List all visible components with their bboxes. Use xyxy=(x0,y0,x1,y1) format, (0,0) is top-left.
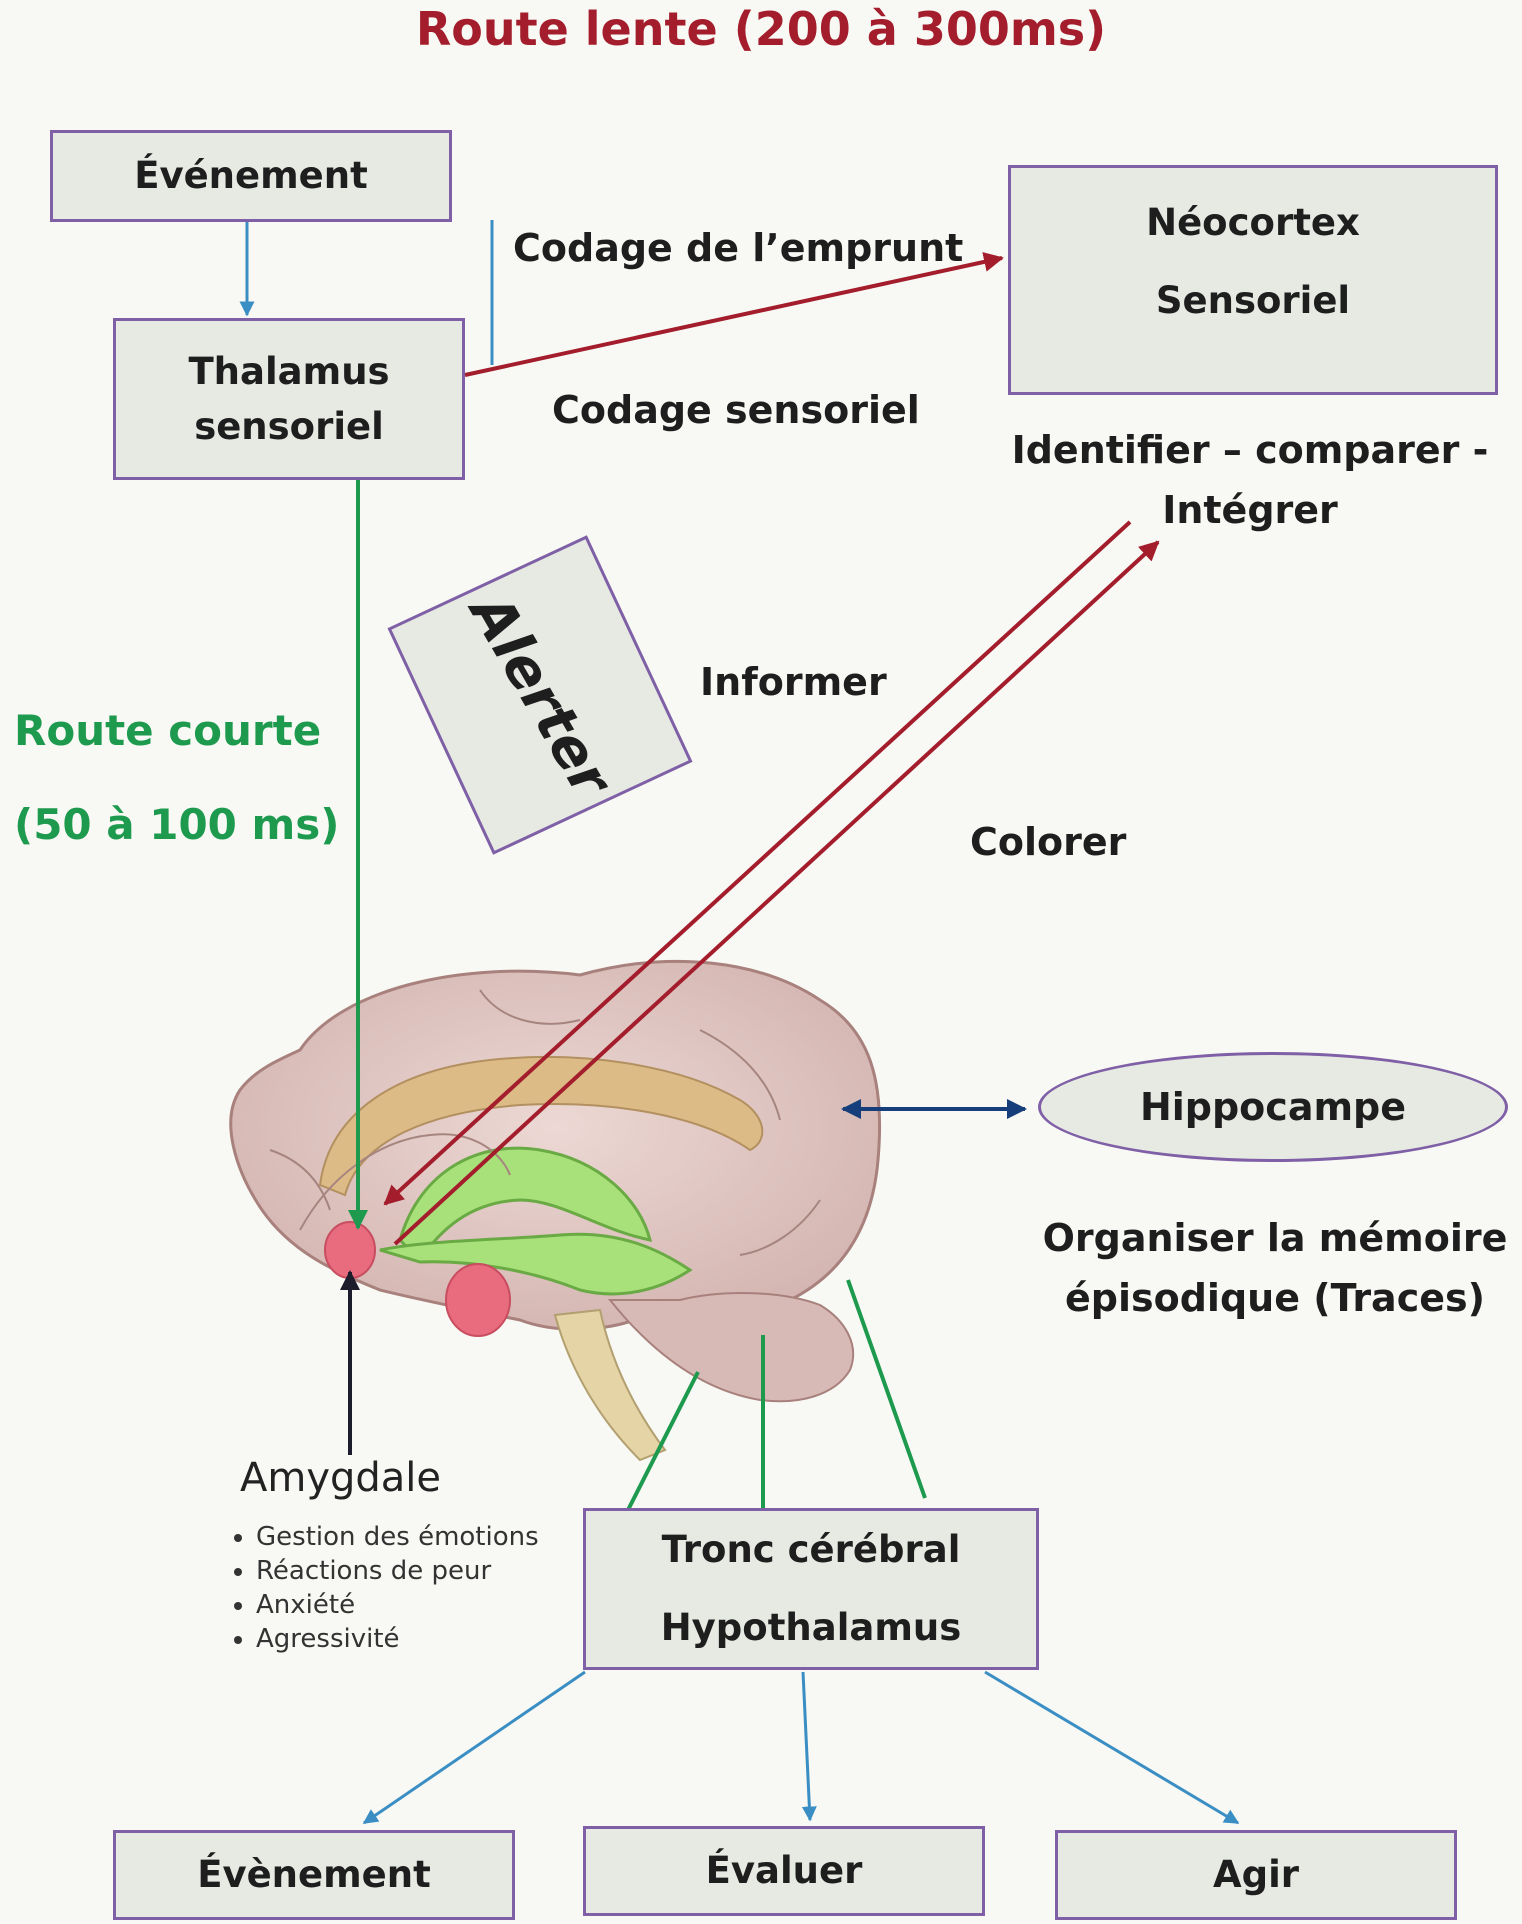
node-evenement-bottom: Évènement xyxy=(113,1830,515,1920)
brain-illustration xyxy=(231,961,880,1460)
amygdale-item: Anxiété xyxy=(256,1588,539,1622)
node-agir: Agir xyxy=(1055,1830,1457,1920)
label-identifier: Identifier – comparer - Intégrer xyxy=(1000,420,1500,540)
node-evenement-top-label: Événement xyxy=(134,148,368,204)
amygdale-item: Réactions de peur xyxy=(256,1554,539,1588)
node-hippocampe: Hippocampe xyxy=(1038,1052,1508,1162)
amygdale-title: Amygdale xyxy=(240,1455,441,1501)
node-neocortex: Néocortex Sensoriel xyxy=(1008,165,1498,395)
node-evaluer: Évaluer xyxy=(583,1826,985,1916)
label-route-courte: Route courte (50 à 100 ms) xyxy=(14,684,339,872)
node-tronc-line2: Hypothalamus xyxy=(661,1589,962,1667)
label-organiser-line2: épisodique (Traces) xyxy=(1040,1268,1510,1328)
label-organiser-line1: Organiser la mémoire xyxy=(1040,1208,1510,1268)
arrow-tronc-to-agir xyxy=(985,1672,1238,1823)
node-evenement-top: Événement xyxy=(50,130,452,222)
node-evenement-bottom-label: Évènement xyxy=(197,1847,431,1903)
node-thalamus: Thalamus sensoriel xyxy=(113,318,465,480)
label-identifier-line2: Intégrer xyxy=(1000,480,1500,540)
label-identifier-line1: Identifier – comparer - xyxy=(1000,420,1500,480)
arrow-tronc-to-evenement xyxy=(364,1672,585,1823)
node-thalamus-line2: sensoriel xyxy=(194,399,384,455)
node-hippocampe-label: Hippocampe xyxy=(1140,1085,1406,1129)
amygdale-list: Gestion des émotions Réactions de peur A… xyxy=(236,1520,539,1656)
diagram-title: Route lente (200 à 300ms) xyxy=(0,2,1522,56)
label-codage-emprunt: Codage de l’emprunt xyxy=(513,226,963,270)
arrow-thalamus-to-neocortex xyxy=(465,258,1002,375)
node-tronc-line1: Tronc cérébral xyxy=(662,1511,961,1589)
amygdale-item: Gestion des émotions xyxy=(256,1520,539,1554)
label-codage-sensoriel: Codage sensoriel xyxy=(552,388,920,432)
node-alerter-label: Alerter xyxy=(457,583,624,806)
label-route-courte-line1: Route courte xyxy=(14,684,339,778)
node-thalamus-line1: Thalamus xyxy=(188,344,389,400)
arrow-tronc-to-evaluer xyxy=(803,1672,810,1820)
node-neocortex-line2: Sensoriel xyxy=(1156,262,1350,340)
link-brain-tronc-3 xyxy=(848,1280,925,1498)
amygdale-item: Agressivité xyxy=(256,1622,539,1656)
node-neocortex-line1: Néocortex xyxy=(1146,184,1360,262)
label-organiser: Organiser la mémoire épisodique (Traces) xyxy=(1040,1208,1510,1328)
label-informer: Informer xyxy=(700,660,887,704)
label-route-courte-line2: (50 à 100 ms) xyxy=(14,778,339,872)
amygdala-marker xyxy=(325,1222,375,1278)
node-tronc-hypothalamus: Tronc cérébral Hypothalamus xyxy=(583,1508,1039,1670)
node-evaluer-label: Évaluer xyxy=(706,1843,863,1899)
label-colorer: Colorer xyxy=(970,820,1126,864)
node-agir-label: Agir xyxy=(1213,1847,1299,1903)
